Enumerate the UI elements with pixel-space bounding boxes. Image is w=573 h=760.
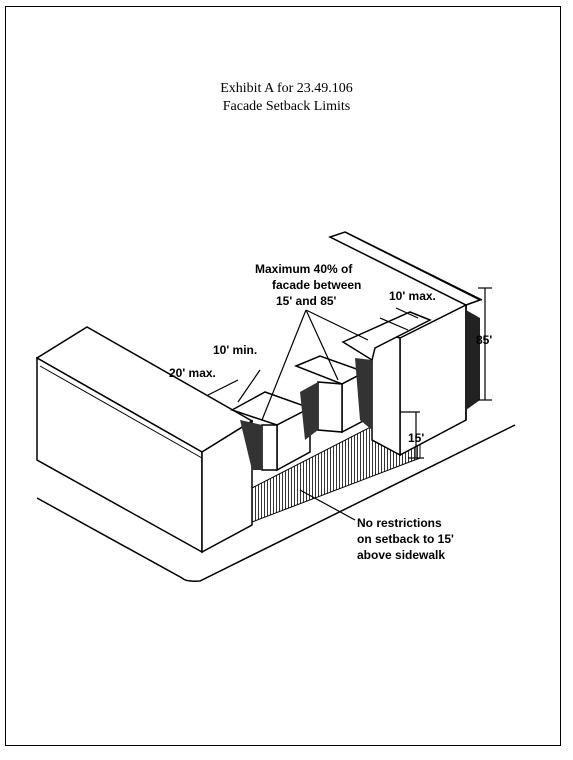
tower-shadow-3 xyxy=(355,358,372,430)
label-10-min: 10' min. xyxy=(213,343,257,357)
sidewalk-outline xyxy=(36,424,516,582)
left-building-ridge xyxy=(39,365,203,459)
tower-shadow-1 xyxy=(240,420,262,470)
back-building-shadow xyxy=(466,310,480,410)
label-max40-line3: 15' and 85' xyxy=(276,294,337,308)
label-no-restrictions-line3: above sidewalk xyxy=(357,548,445,562)
left-building xyxy=(35,326,254,554)
exhibit-subtitle: Facade Setback Limits xyxy=(222,99,351,114)
label-max40-line1: Maximum 40% of xyxy=(255,262,353,276)
tower-shadow-2 xyxy=(300,382,318,440)
dimension-lines xyxy=(207,287,492,521)
label-no-restrictions-line1: No restrictions xyxy=(357,516,442,530)
label-20-max: 20' max. xyxy=(169,366,216,380)
exhibit-title: Exhibit A for 23.49.106 xyxy=(220,81,353,96)
label-max40-line2: facade between xyxy=(272,278,361,292)
label-10-max: 10' max. xyxy=(389,289,436,303)
label-no-restrictions-line2: on setback to 15' xyxy=(357,532,454,546)
back-building-top-edge xyxy=(344,231,483,301)
label-85-height: 85' xyxy=(476,333,492,347)
